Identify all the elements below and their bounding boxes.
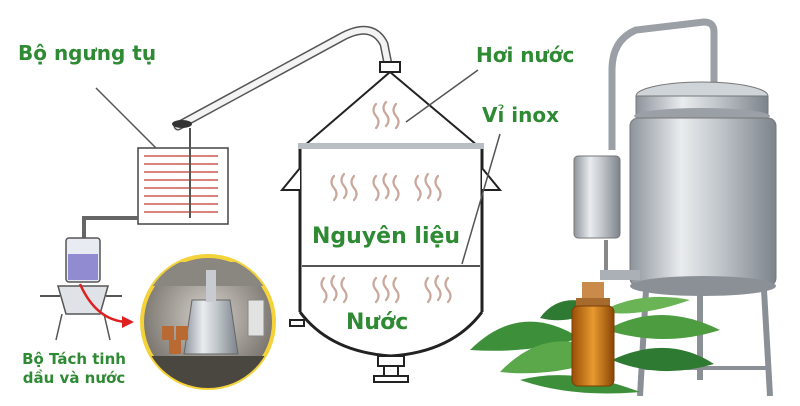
essential-oil-bottle xyxy=(571,282,615,387)
steam-label: Hơi nước xyxy=(476,43,575,67)
steel-grid-label: Vỉ inox xyxy=(482,103,560,127)
vapor-pipe xyxy=(172,25,393,131)
red-arrowhead xyxy=(122,316,134,328)
steel-distiller-photo xyxy=(573,18,777,397)
water-label: Nước xyxy=(346,310,409,335)
steam-pointer-line xyxy=(405,69,479,123)
condenser xyxy=(137,128,229,225)
outlet-pipe xyxy=(82,216,138,238)
separator-label: Bộ Tách tinh dầu và nước xyxy=(22,350,126,387)
red-arrow xyxy=(78,283,127,324)
distillation-vessel xyxy=(279,61,503,383)
condenser-label: Bộ ngưng tụ xyxy=(18,41,157,65)
separator-photo xyxy=(140,254,276,390)
grid-pointer-line xyxy=(461,133,501,265)
material-label: Nguyên liệu xyxy=(312,224,461,249)
condenser-pointer-line xyxy=(95,87,157,149)
steam-waves xyxy=(320,100,452,304)
